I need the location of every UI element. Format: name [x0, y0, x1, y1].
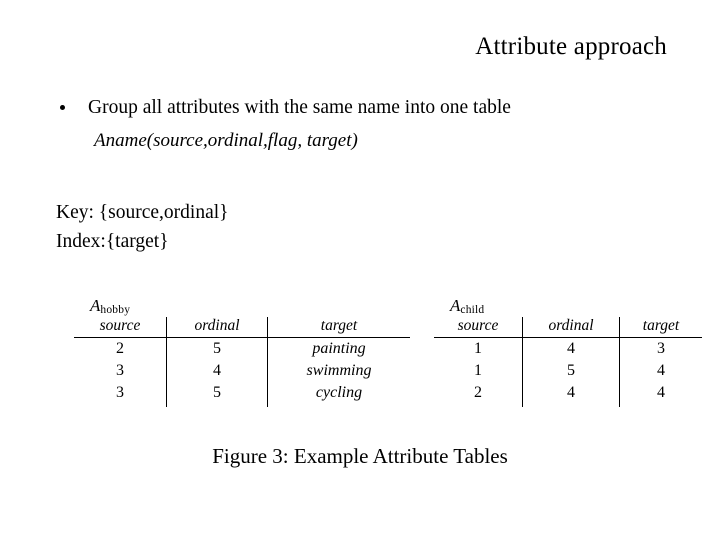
cell-ordinal: 5 [522, 360, 620, 382]
table-header-row: source ordinal target [74, 317, 410, 338]
cell-source: 1 [474, 340, 482, 357]
bullet-list: Group all attributes with the same name … [52, 96, 672, 152]
table-row: 3 5 cycling [74, 382, 410, 407]
cell-source: 1 [474, 362, 482, 379]
attribute-table-hobby: Ahobby source ordinal target 2 5 pa [74, 296, 410, 407]
bullet-subline-schema: Aname(source,ordinal,flag, target) [94, 130, 358, 151]
page-title: Attribute approach [475, 33, 667, 60]
table-row: 2 5 painting [74, 337, 410, 360]
table-row: 3 4 swimming [74, 360, 410, 382]
cell-target: 4 [619, 382, 702, 407]
cell-source: 2 [116, 340, 124, 357]
cell-ordinal: 4 [522, 382, 620, 407]
key-index-block: Key: {source,ordinal} Index:{target} [56, 198, 229, 256]
list-item: Group all attributes with the same name … [52, 96, 672, 120]
table-label-subscript: hobby [100, 304, 131, 316]
table-label-base: A [450, 296, 461, 315]
column-header-target: target [619, 317, 702, 338]
cell-target: swimming [267, 360, 410, 382]
column-header-source: source [434, 317, 523, 338]
figure-attribute-tables: Ahobby source ordinal target 2 5 pa [60, 296, 702, 491]
table-label-child: Achild [434, 296, 702, 317]
tables-row: Ahobby source ordinal target 2 5 pa [60, 296, 702, 407]
cell-source: 3 [116, 384, 124, 401]
table-label-subscript: child [460, 304, 485, 316]
cell-ordinal: 4 [522, 337, 620, 360]
table-label-base: A [90, 296, 101, 315]
cell-ordinal: 5 [166, 337, 268, 360]
table-row: 2 4 4 [434, 382, 702, 407]
bullet-dot-icon [60, 105, 65, 110]
table-row: 1 4 3 [434, 337, 702, 360]
table-header-row: source ordinal target [434, 317, 702, 338]
figure-caption: Figure 3: Example Attribute Tables [212, 444, 508, 468]
cell-source: 2 [474, 384, 482, 401]
table-hobby: source ordinal target 2 5 painting 3 [74, 317, 410, 407]
column-header-ordinal: ordinal [166, 317, 268, 338]
index-line: Index:{target} [56, 231, 169, 252]
column-header-ordinal: ordinal [522, 317, 620, 338]
table-row: 1 5 4 [434, 360, 702, 382]
cell-ordinal: 5 [166, 382, 268, 407]
cell-target: 4 [619, 360, 702, 382]
column-header-source: source [74, 317, 167, 338]
table-label-hobby: Ahobby [74, 296, 410, 317]
key-line: Key: {source,ordinal} [56, 202, 229, 223]
table-child: source ordinal target 1 4 3 1 [434, 317, 702, 407]
cell-source: 3 [116, 362, 124, 379]
cell-target: painting [267, 337, 410, 360]
cell-ordinal: 4 [166, 360, 268, 382]
cell-target: 3 [619, 337, 702, 360]
bullet-text: Group all attributes with the same name … [88, 97, 511, 118]
cell-target: cycling [267, 382, 410, 407]
column-header-target: target [267, 317, 410, 338]
attribute-table-child: Achild source ordinal target 1 4 3 [434, 296, 702, 407]
